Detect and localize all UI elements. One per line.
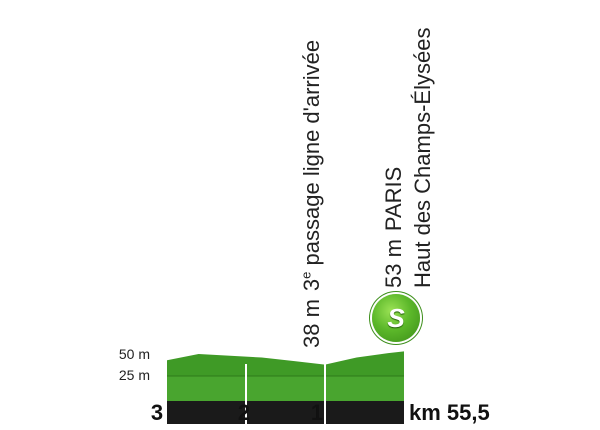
third-passage-altitude: 38 m	[299, 299, 324, 348]
altitude-mark-50: 50 m	[118, 346, 150, 362]
third-passage-label: 38 m 3e passage ligne d'arrivée	[298, 39, 324, 348]
km-marker-1: 1	[310, 400, 324, 425]
terrain-lower-band	[167, 376, 404, 401]
third-passage-superscript: e	[298, 271, 314, 279]
km-marker-3: 3	[150, 400, 164, 425]
paris-subtitle: Haut des Champs-Élysées	[410, 27, 435, 288]
km-marker-2: 2	[237, 400, 251, 425]
paris-label: 53 m PARIS	[381, 166, 406, 288]
third-passage-ordinal: 3	[299, 278, 324, 292]
road-bar	[167, 401, 404, 424]
altitude-mark-25: 25 m	[118, 367, 150, 383]
paris-name: PARIS	[381, 166, 406, 232]
paris-sublabel: Haut des Champs-Élysées	[410, 27, 435, 288]
km-tick-layer	[245, 364, 326, 424]
sprint-icon: S	[372, 294, 420, 342]
terrain-layer	[167, 351, 404, 401]
total-distance: km 55,5	[409, 400, 490, 425]
sprint-letter: S	[387, 302, 405, 333]
paris-altitude: 53 m	[381, 239, 406, 288]
third-passage-text: passage ligne d'arrivée	[299, 39, 324, 266]
